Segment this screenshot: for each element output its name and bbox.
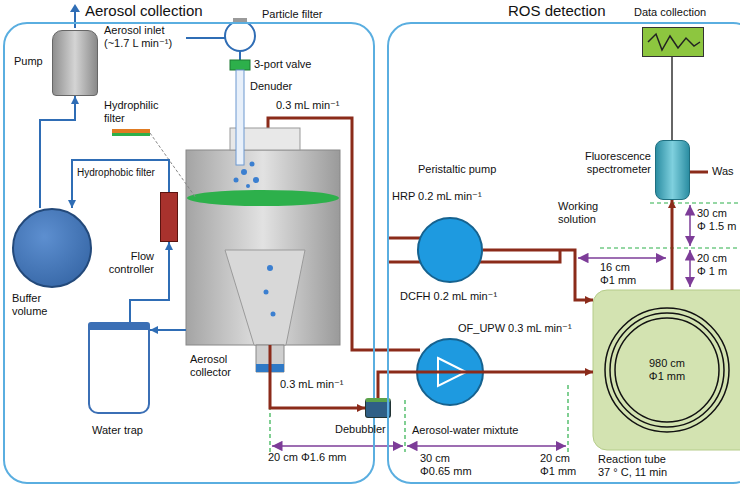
part-label: Aerosol-water mixtute bbox=[412, 424, 518, 437]
tube-connector bbox=[483, 250, 593, 300]
region-panel: ROS detectionPeristaltic pumpData collec… bbox=[387, 22, 740, 484]
arrow-head bbox=[668, 200, 676, 208]
exhaust-arrow bbox=[70, 4, 80, 12]
node-text: Aerosol collection bbox=[85, 1, 203, 20]
valve-tube bbox=[239, 51, 241, 60]
bubble bbox=[246, 184, 250, 188]
leader-line bbox=[150, 133, 196, 198]
dimension-label: 16 cm Φ1 mm bbox=[600, 261, 644, 287]
bubble bbox=[253, 177, 259, 183]
dimension-label: 20 cm Φ1.6 mm bbox=[268, 451, 346, 464]
flow-rate: OF_UPW 0.3 mL min⁻¹ bbox=[458, 322, 572, 335]
flow-rate: 0.3 mL min⁻¹ bbox=[280, 378, 343, 391]
arrow-head bbox=[71, 96, 79, 104]
tube-connector bbox=[378, 372, 593, 398]
part-label: Working solution bbox=[558, 200, 620, 226]
part-label: Hydrophilic filter bbox=[104, 99, 168, 125]
node-subtext: Reaction tube 37 ° C, 11 min bbox=[598, 453, 678, 479]
signal-trace bbox=[648, 34, 700, 50]
dimension-label: 20 cm Φ1 mm bbox=[540, 452, 584, 478]
dimension-arrows bbox=[272, 205, 690, 446]
node-text: Pump bbox=[14, 55, 43, 68]
node-text: Flow controller bbox=[92, 250, 154, 276]
hydrophilic-filter bbox=[112, 129, 150, 133]
arrow-head bbox=[150, 326, 158, 334]
bubble bbox=[241, 169, 247, 175]
dcfh-tube bbox=[387, 261, 420, 264]
arrow-head bbox=[357, 404, 365, 412]
part-label: Denuder bbox=[250, 80, 292, 93]
reaction-tube: 980 cm Φ1 mmReaction tube 37 ° C, 11 min bbox=[593, 290, 740, 450]
part-label: 3-port valve bbox=[254, 58, 311, 71]
tube-connector bbox=[40, 96, 75, 208]
water-trap: Water trap bbox=[88, 322, 150, 414]
dimension-marks bbox=[270, 203, 740, 452]
peristaltic-pump: Peristaltic pump bbox=[417, 217, 483, 283]
tube-connector bbox=[72, 160, 169, 208]
node-text: ROS detection bbox=[508, 1, 606, 20]
dimension-label: 20 cm Φ 1 m bbox=[697, 252, 738, 278]
node-text: 980 cm Φ1 mm bbox=[641, 357, 693, 383]
coil bbox=[605, 308, 729, 432]
coil bbox=[615, 318, 719, 422]
dimension-label: 30 cm Φ 1.5 m bbox=[697, 207, 738, 233]
node-text: Fluorescence spectrometer bbox=[575, 150, 651, 176]
node-text: Data collection bbox=[634, 6, 706, 19]
inlet-line bbox=[186, 37, 225, 39]
arrow-head bbox=[68, 200, 76, 208]
reaction-bath bbox=[593, 290, 740, 450]
arrow-head bbox=[585, 368, 593, 376]
part-label: Was bbox=[712, 165, 734, 178]
data-collection: Data collection bbox=[642, 27, 704, 57]
dimension-label: 30 cm Φ0.65 mm bbox=[420, 452, 475, 478]
denuder-tube bbox=[236, 70, 244, 165]
waste-tube bbox=[690, 171, 708, 174]
node-text: Debubbler bbox=[335, 423, 386, 436]
reagent-tube bbox=[480, 250, 560, 262]
node-text: Peristaltic pump bbox=[418, 163, 496, 176]
hydrophilic-filter bbox=[112, 133, 150, 136]
node-text: Buffer volume bbox=[12, 292, 74, 318]
exhaust-line bbox=[74, 10, 76, 28]
droplet bbox=[264, 290, 269, 295]
droplet bbox=[271, 312, 276, 317]
collector-body bbox=[186, 150, 340, 345]
inlet-label: Aerosol inlet (~1.7 L min⁻¹) bbox=[104, 24, 182, 50]
flow-rate: HRP 0.2 mL min⁻¹ bbox=[392, 190, 482, 203]
flow-rate: 0.3 mL min⁻¹ bbox=[276, 99, 339, 112]
node-text: Water trap bbox=[92, 424, 143, 437]
collector-funnel bbox=[225, 250, 305, 345]
pump: Pump bbox=[52, 30, 98, 96]
flow-controller: Flow controller bbox=[160, 192, 178, 242]
part-label: Particle filter bbox=[262, 8, 323, 21]
buffer-volume: Buffer volume bbox=[12, 208, 92, 288]
tube-connector bbox=[270, 345, 365, 408]
hrp-tube bbox=[387, 237, 420, 240]
collector-filter bbox=[187, 190, 339, 206]
droplet bbox=[267, 265, 273, 271]
fluorescence-spectrometer: Fluorescence spectrometer bbox=[655, 140, 690, 200]
tube-connector bbox=[671, 200, 674, 290]
bubble bbox=[250, 162, 255, 167]
screen bbox=[642, 27, 704, 57]
three-port-valve bbox=[230, 60, 250, 70]
bubble bbox=[234, 178, 239, 183]
arrow-head bbox=[585, 296, 593, 304]
node-text: Aerosol collector bbox=[190, 353, 248, 379]
part-label: Hydrophobic filter bbox=[77, 166, 155, 179]
flow-rate: DCFH 0.2 mL min⁻¹ bbox=[400, 290, 497, 303]
tube-connector bbox=[671, 57, 673, 140]
aerosol-collector: Aerosol collector bbox=[186, 128, 340, 345]
filter-loop bbox=[225, 21, 255, 51]
coil bbox=[610, 313, 724, 427]
arrow-head bbox=[165, 242, 173, 250]
region-panel: Aerosol collectionPumpBuffer volumeFlow … bbox=[3, 22, 375, 484]
